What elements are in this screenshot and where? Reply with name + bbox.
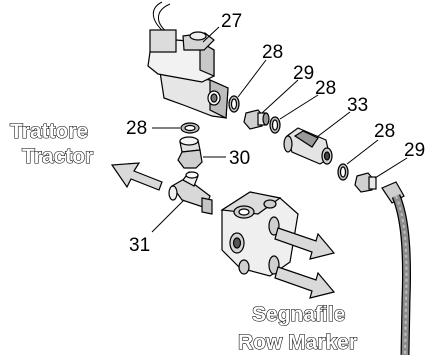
callout-28-left: 28 (126, 118, 147, 139)
label-segnafile: Segnafile (252, 303, 345, 326)
seal-ring-mid-upper (269, 116, 281, 134)
callout-31: 31 (129, 235, 150, 256)
flow-regulator (283, 127, 333, 165)
seal-ring-left (180, 122, 200, 134)
hydraulic-hose (381, 181, 412, 355)
nipple-fitting-right (354, 172, 377, 193)
callout-27: 27 (221, 11, 242, 32)
callout-29-upper: 29 (293, 63, 314, 84)
label-tractor: Tractor (22, 145, 93, 168)
callout-28-upper: 28 (262, 42, 283, 63)
arrow-to-row-marker-lower (274, 266, 336, 299)
callout-28-mid: 28 (315, 78, 336, 99)
label-trattore: Trattore (10, 120, 88, 143)
leader-lines (151, 26, 408, 233)
nipple-fitting-upper (243, 109, 270, 130)
tee-fitting (168, 171, 213, 215)
label-row-marker: Row Marker (238, 331, 357, 354)
callout-33: 33 (347, 95, 368, 116)
elbow-fitting (177, 136, 203, 169)
distribution-block (220, 191, 299, 277)
callout-30: 30 (229, 148, 250, 169)
callout-29-right: 29 (404, 140, 425, 161)
seal-ring-right (337, 163, 349, 181)
arrow-to-row-marker-upper (274, 227, 336, 260)
arrow-to-tractor (110, 162, 163, 191)
seal-ring-upper (228, 95, 240, 113)
callout-28-right: 28 (374, 121, 395, 142)
solenoid-valve (147, 1, 229, 119)
